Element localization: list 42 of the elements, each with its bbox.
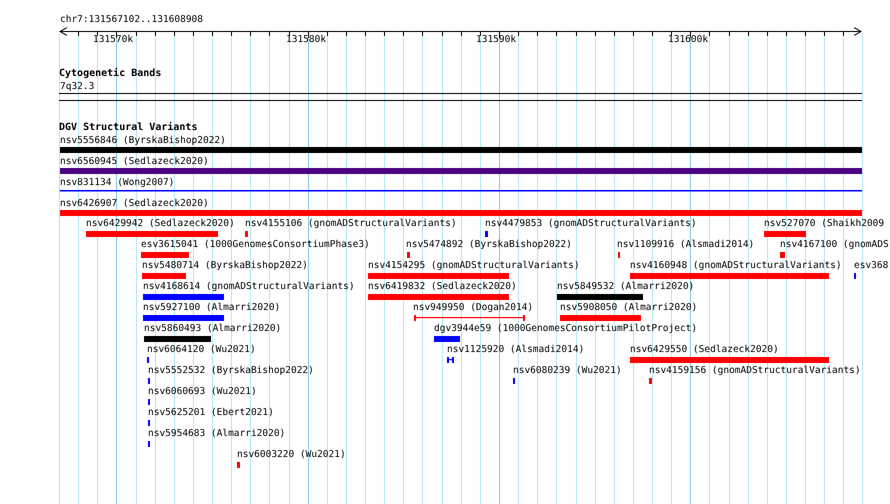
variant-label: nsv6419832 (Sedlazeck2020) xyxy=(368,281,517,292)
track-heading: Cytogenetic Bands xyxy=(59,68,162,79)
variant-label: nsv5556846 (ByrskaBishop2022) xyxy=(60,135,226,146)
variant-label: esv368 xyxy=(854,260,888,271)
variant-label: nsv5927100 (Almarri2020) xyxy=(143,302,280,313)
variant-label: nsv5625201 (Ebert2021) xyxy=(148,407,274,418)
variant-label: dgv3944e59 (1000GenomesConsortiumPilotProject) xyxy=(434,323,698,334)
variant-label: nsv4160948 (gnomADStructuralVariants) xyxy=(630,260,842,271)
variant-label: nsv6060693 (Wu2021) xyxy=(148,386,257,397)
variant-label: nsv5849532 (Almarri2020) xyxy=(557,281,694,292)
track-heading: DGV Structural Variants xyxy=(59,122,198,133)
variant-label: nsv5860493 (Almarri2020) xyxy=(144,323,282,334)
variant-label: nsv4479853 (gnomADStructuralVariants) xyxy=(485,218,697,229)
tick-label: 131600k xyxy=(668,34,708,45)
variant-label: nsv6426907 (Sedlazeck2020) xyxy=(60,198,209,209)
variant-label: nsv1109916 (Alsmadi2014) xyxy=(617,239,754,250)
variant-label: nsv1125920 (Alsmadi2014) xyxy=(447,344,584,355)
variant-label: nsv527070 (Shaikh2009 xyxy=(764,218,884,229)
variant-label: nsv5954683 (Almarri2020) xyxy=(148,428,286,439)
variant-label: nsv949950 (Dogan2014) xyxy=(413,302,534,313)
variant-label: nsv5552532 (ByrskaBishop2022) xyxy=(148,365,314,376)
variant-label: nsv6429942 (Sedlazeck2020) xyxy=(86,218,235,229)
variant-label: nsv5480714 (ByrskaBishop2022) xyxy=(142,260,308,271)
variant-label: nsv6064120 (Wu2021) xyxy=(147,344,256,355)
variant-label: nsv4155106 (gnomADStructuralVariants) xyxy=(245,218,457,229)
variant-label: nsv5908050 (Almarri2020) xyxy=(560,302,698,313)
variant-label: nsv6080239 (Wu2021) xyxy=(513,365,622,376)
variant-label: nsv5474892 (ByrskaBishop2022) xyxy=(406,239,572,250)
variant-label: nsv4168614 (gnomADStructuralVariants) xyxy=(143,281,355,292)
variant-label: nsv6560945 (Sedlazeck2020) xyxy=(60,156,209,167)
variant-label: nsv6429550 (Sedlazeck2020) xyxy=(630,344,779,355)
tick-label: 131570k xyxy=(93,34,134,45)
variant-label: nsv6003220 (Wu2021) xyxy=(237,449,346,460)
variant-label: nsv831134 (Wong2007) xyxy=(60,177,174,188)
variant-label: nsv4154295 (gnomADStructuralVariants) xyxy=(368,260,580,271)
coordinate-label: chr7:131567102..131608908 xyxy=(60,14,203,25)
variant-label: esv3615041 (1000GenomesConsortiumPhase3) xyxy=(141,239,370,250)
variant-label: nsv4159156 (gnomADStructuralVariants) xyxy=(649,365,861,376)
variant-label: nsv4167100 (gnomADS xyxy=(780,239,889,250)
tick-label: 131590k xyxy=(476,34,516,45)
band-label: 7q32.3 xyxy=(60,81,94,92)
tick-label: 131580k xyxy=(286,34,326,45)
